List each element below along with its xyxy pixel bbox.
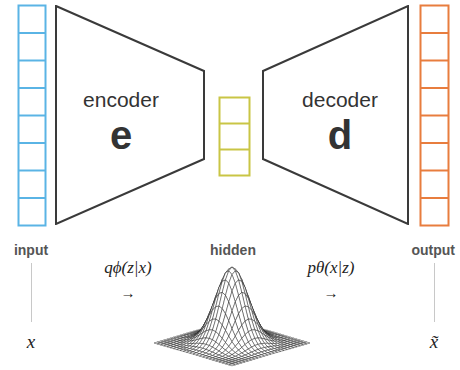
- column-label: output: [409, 243, 457, 258]
- flow-arrow: →: [322, 285, 341, 302]
- node-symbol: e: [55, 112, 187, 158]
- trapezoid-shape: [263, 6, 408, 224]
- decoder-trapezoid: decoderd: [262, 5, 409, 225]
- node-title: encoder: [55, 88, 187, 112]
- encoder-trapezoid: encodere: [55, 5, 205, 225]
- flow-arrow: →: [119, 285, 138, 302]
- node-text-group: encodere: [55, 88, 187, 158]
- output-column: [421, 6, 449, 226]
- node-symbol: d: [276, 112, 404, 158]
- column-label: input: [12, 243, 50, 258]
- node-text-group: decoderd: [276, 88, 404, 158]
- variable-label: x: [25, 332, 37, 353]
- output-tick: [434, 263, 435, 322]
- mesh-facet: [229, 364, 236, 366]
- input-tick: [31, 263, 32, 322]
- node-title: decoder: [276, 88, 404, 112]
- distribution-label: qϕ(z|x): [102, 259, 153, 278]
- mesh-surface: [154, 267, 310, 366]
- variable-label: x̃: [428, 332, 440, 353]
- trapezoid-shape: [56, 6, 204, 224]
- column-label: hidden: [208, 243, 258, 258]
- hidden-column: [220, 98, 250, 176]
- input-column: [19, 6, 46, 226]
- distribution-label: pθ(x|z): [305, 259, 356, 278]
